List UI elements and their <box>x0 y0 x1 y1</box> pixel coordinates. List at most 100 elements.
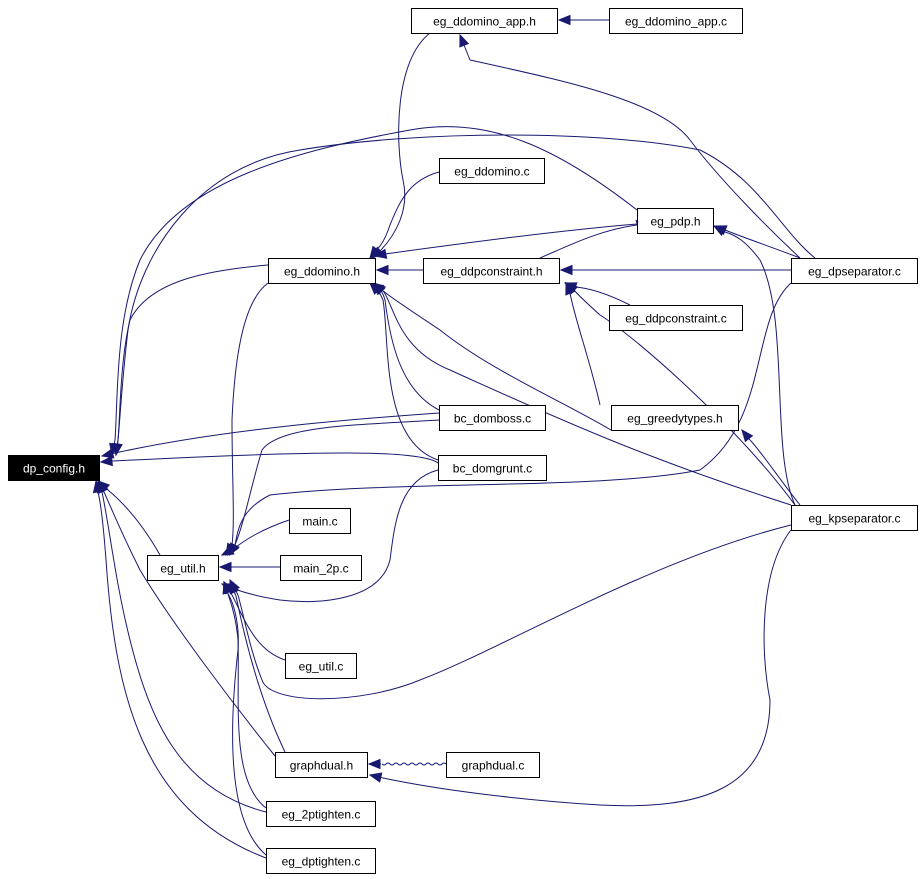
edge-eg_pdp_h-to-eg_ddomino_h <box>384 223 638 255</box>
node-bc-domgrunt-c[interactable]: bc_domgrunt.c <box>438 455 547 481</box>
node-box <box>637 208 714 234</box>
node-label: eg_2ptighten.c <box>282 808 361 822</box>
node-box <box>423 258 560 284</box>
edge-graphdual_c-to-graphdual_h <box>381 762 447 766</box>
edge-eg_ddomino_app_h-to-eg_ddomino_h <box>380 32 431 251</box>
edge-bc_domgrunt_c-to-eg_util_h <box>231 469 439 603</box>
node-eg-ddpconstraint-c[interactable]: eg_ddpconstraint.c <box>609 305 743 331</box>
arrowhead-graphdual_c-to-graphdual_h <box>367 758 381 770</box>
node-main-2p-c[interactable]: main_2p.c <box>280 555 362 581</box>
node-box <box>268 258 376 284</box>
node-label: dp_config.h <box>23 462 85 476</box>
node-label: eg_ddpconstraint.c <box>625 312 726 326</box>
node-graphdual-h[interactable]: graphdual.h <box>275 752 368 778</box>
node-box <box>8 455 100 481</box>
node-box <box>266 848 376 874</box>
node-label: main_2p.c <box>293 562 348 576</box>
node-label: bc_domboss.c <box>454 412 531 426</box>
arrowhead-eg_kpseparator_c-to-eg_pdp_h <box>712 225 727 237</box>
node-box <box>147 555 219 581</box>
node-graphdual-c[interactable]: graphdual.c <box>446 752 540 778</box>
arrowhead-eg_pdp_h-to-eg_ddomino_h <box>373 248 388 259</box>
node-box <box>609 8 743 34</box>
node-label: eg_dptighten.c <box>282 855 361 869</box>
edge-eg_ddomino_h-to-dp_config <box>117 264 269 441</box>
node-eg-util-c[interactable]: eg_util.c <box>285 653 357 679</box>
edge-eg_dpseparator_c-to-eg_pdp_h <box>724 229 801 259</box>
edge-bc_domboss_c-to-eg_util_h <box>234 419 440 546</box>
node-eg-ddomino-h[interactable]: eg_ddomino.h <box>268 258 376 284</box>
edge-eg_util_c-to-eg_util_h <box>231 594 286 661</box>
node-eg-greedytypes-h[interactable]: eg_greedytypes.h <box>611 405 739 431</box>
arrowhead-eg_kpseparator_c-to-graphdual_h <box>368 772 383 783</box>
node-label: eg_greedytypes.h <box>627 412 722 426</box>
edge-eg_dptighten_c-to-eg_util_h <box>227 593 267 856</box>
arrowhead-eg_dpseparator_c-to-eg_ddpconstraint_h <box>559 264 573 276</box>
edge-eg_kpseparator_c-to-eg_pdp_h <box>724 231 796 506</box>
edges-layer <box>95 19 816 859</box>
node-box <box>411 8 558 34</box>
nodes-layer: dp_config.h eg_ddomino_app.h eg_ddomino_ap… <box>8 8 918 874</box>
arrowhead-bc_domgrunt_c-to-eg_ddomino_h <box>369 282 382 295</box>
edge-bc_domboss_c-to-eg_ddomino_h <box>378 288 440 411</box>
edge-bc_domgrunt_c-to-dp_config <box>112 452 439 464</box>
node-label: graphdual.c <box>462 759 525 773</box>
edge-bc_domgrunt_c-to-eg_ddomino_h <box>375 288 439 461</box>
edge-eg_dpseparator_c-to-eg_ddomino_app_h <box>469 59 801 259</box>
node-box <box>266 801 376 827</box>
node-label: eg_dpseparator.c <box>808 265 901 279</box>
edge-eg_greedytypes_h-to-eg_ddpconstraint_h <box>569 292 601 406</box>
node-label: eg_pdp.h <box>650 215 700 229</box>
node-box <box>609 305 743 331</box>
edge-eg_kpseparator_c-to-graphdual_h <box>382 529 792 807</box>
node-bc-domboss-c[interactable]: bc_domboss.c <box>439 405 546 431</box>
arrowhead-eg_ddomino_h-to-dp_config <box>112 442 123 457</box>
edge-eg_2ptighten_c-to-eg_util_h <box>227 593 267 809</box>
arrowhead-eg_kpseparator_c-to-eg_greedytypes_h <box>741 428 754 443</box>
edge-graphdual_h-to-eg_util_h <box>235 595 286 753</box>
arrowhead-eg_ddomino_app_c-to-eg_ddomino_app_h <box>557 14 571 26</box>
edge-eg_ddomino_h-to-eg_util_h <box>231 282 269 546</box>
node-label: main.c <box>302 515 337 529</box>
edge-eg_greedytypes_h-to-eg_ddomino_h <box>381 289 612 431</box>
node-eg-dptighten-c[interactable]: eg_dptighten.c <box>266 848 376 874</box>
node-box <box>285 653 357 679</box>
node-main-c[interactable]: main.c <box>289 508 351 534</box>
arrowhead-main_2p_c-to-eg_util_h <box>218 561 232 573</box>
arrowhead-eg_dpseparator_c-to-eg_ddomino_app_h <box>459 33 470 48</box>
node-label: eg_ddomino_app.c <box>625 15 727 29</box>
node-eg-ddomino-c[interactable]: eg_ddomino.c <box>439 158 545 184</box>
edge-eg_ddpconstraint_h-to-eg_pdp_h <box>539 224 638 259</box>
arrowhead-eg_dptighten_c-to-eg_util_h <box>222 580 233 595</box>
arrowhead-bc_domgrunt_c-to-dp_config <box>99 455 113 467</box>
edge-eg_ddpconstraint_c-to-eg_ddpconstraint_h <box>574 286 631 306</box>
node-box <box>289 508 351 534</box>
node-label: eg_ddomino_app.h <box>433 15 536 29</box>
arrowhead-bc_domboss_c-to-dp_config <box>100 448 115 459</box>
edge-eg_2ptighten_c-to-dp_config <box>101 491 267 813</box>
edge-eg_util_h-to-dp_config <box>107 489 161 556</box>
node-eg-dpseparator-c[interactable]: eg_dpseparator.c <box>791 258 918 284</box>
node-label: eg_kpseparator.c <box>808 512 900 526</box>
edge-eg_kpseparator_c-to-eg_util_h <box>237 524 792 700</box>
node-box <box>791 505 918 531</box>
node-box <box>446 752 540 778</box>
arrowheads-layer <box>92 14 754 783</box>
node-eg-2ptighten-c[interactable]: eg_2ptighten.c <box>266 801 376 827</box>
node-label: bc_domgrunt.c <box>453 462 532 476</box>
node-box <box>280 555 362 581</box>
node-eg-ddomino-app-c[interactable]: eg_ddomino_app.c <box>609 8 743 34</box>
node-eg-util-h[interactable]: eg_util.h <box>147 555 219 581</box>
edge-eg_pdp_h-to-dp_config <box>114 126 638 441</box>
node-eg-ddomino-app-h[interactable]: eg_ddomino_app.h <box>411 8 558 34</box>
node-eg-pdp-h[interactable]: eg_pdp.h <box>637 208 714 234</box>
edge-eg_ddomino_c-to-eg_ddomino_h <box>375 171 440 251</box>
node-eg-kpseparator-c[interactable]: eg_kpseparator.c <box>791 505 918 531</box>
edge-bc_domboss_c-to-dp_config <box>114 412 440 454</box>
node-dp-config[interactable]: dp_config.h <box>8 455 100 481</box>
node-eg-ddpconstraint-h[interactable]: eg_ddpconstraint.h <box>423 258 560 284</box>
node-label: graphdual.h <box>290 759 353 773</box>
edge-eg_dpseparator_c-to-eg_util_h <box>234 282 792 546</box>
node-label: eg_util.h <box>160 562 205 576</box>
